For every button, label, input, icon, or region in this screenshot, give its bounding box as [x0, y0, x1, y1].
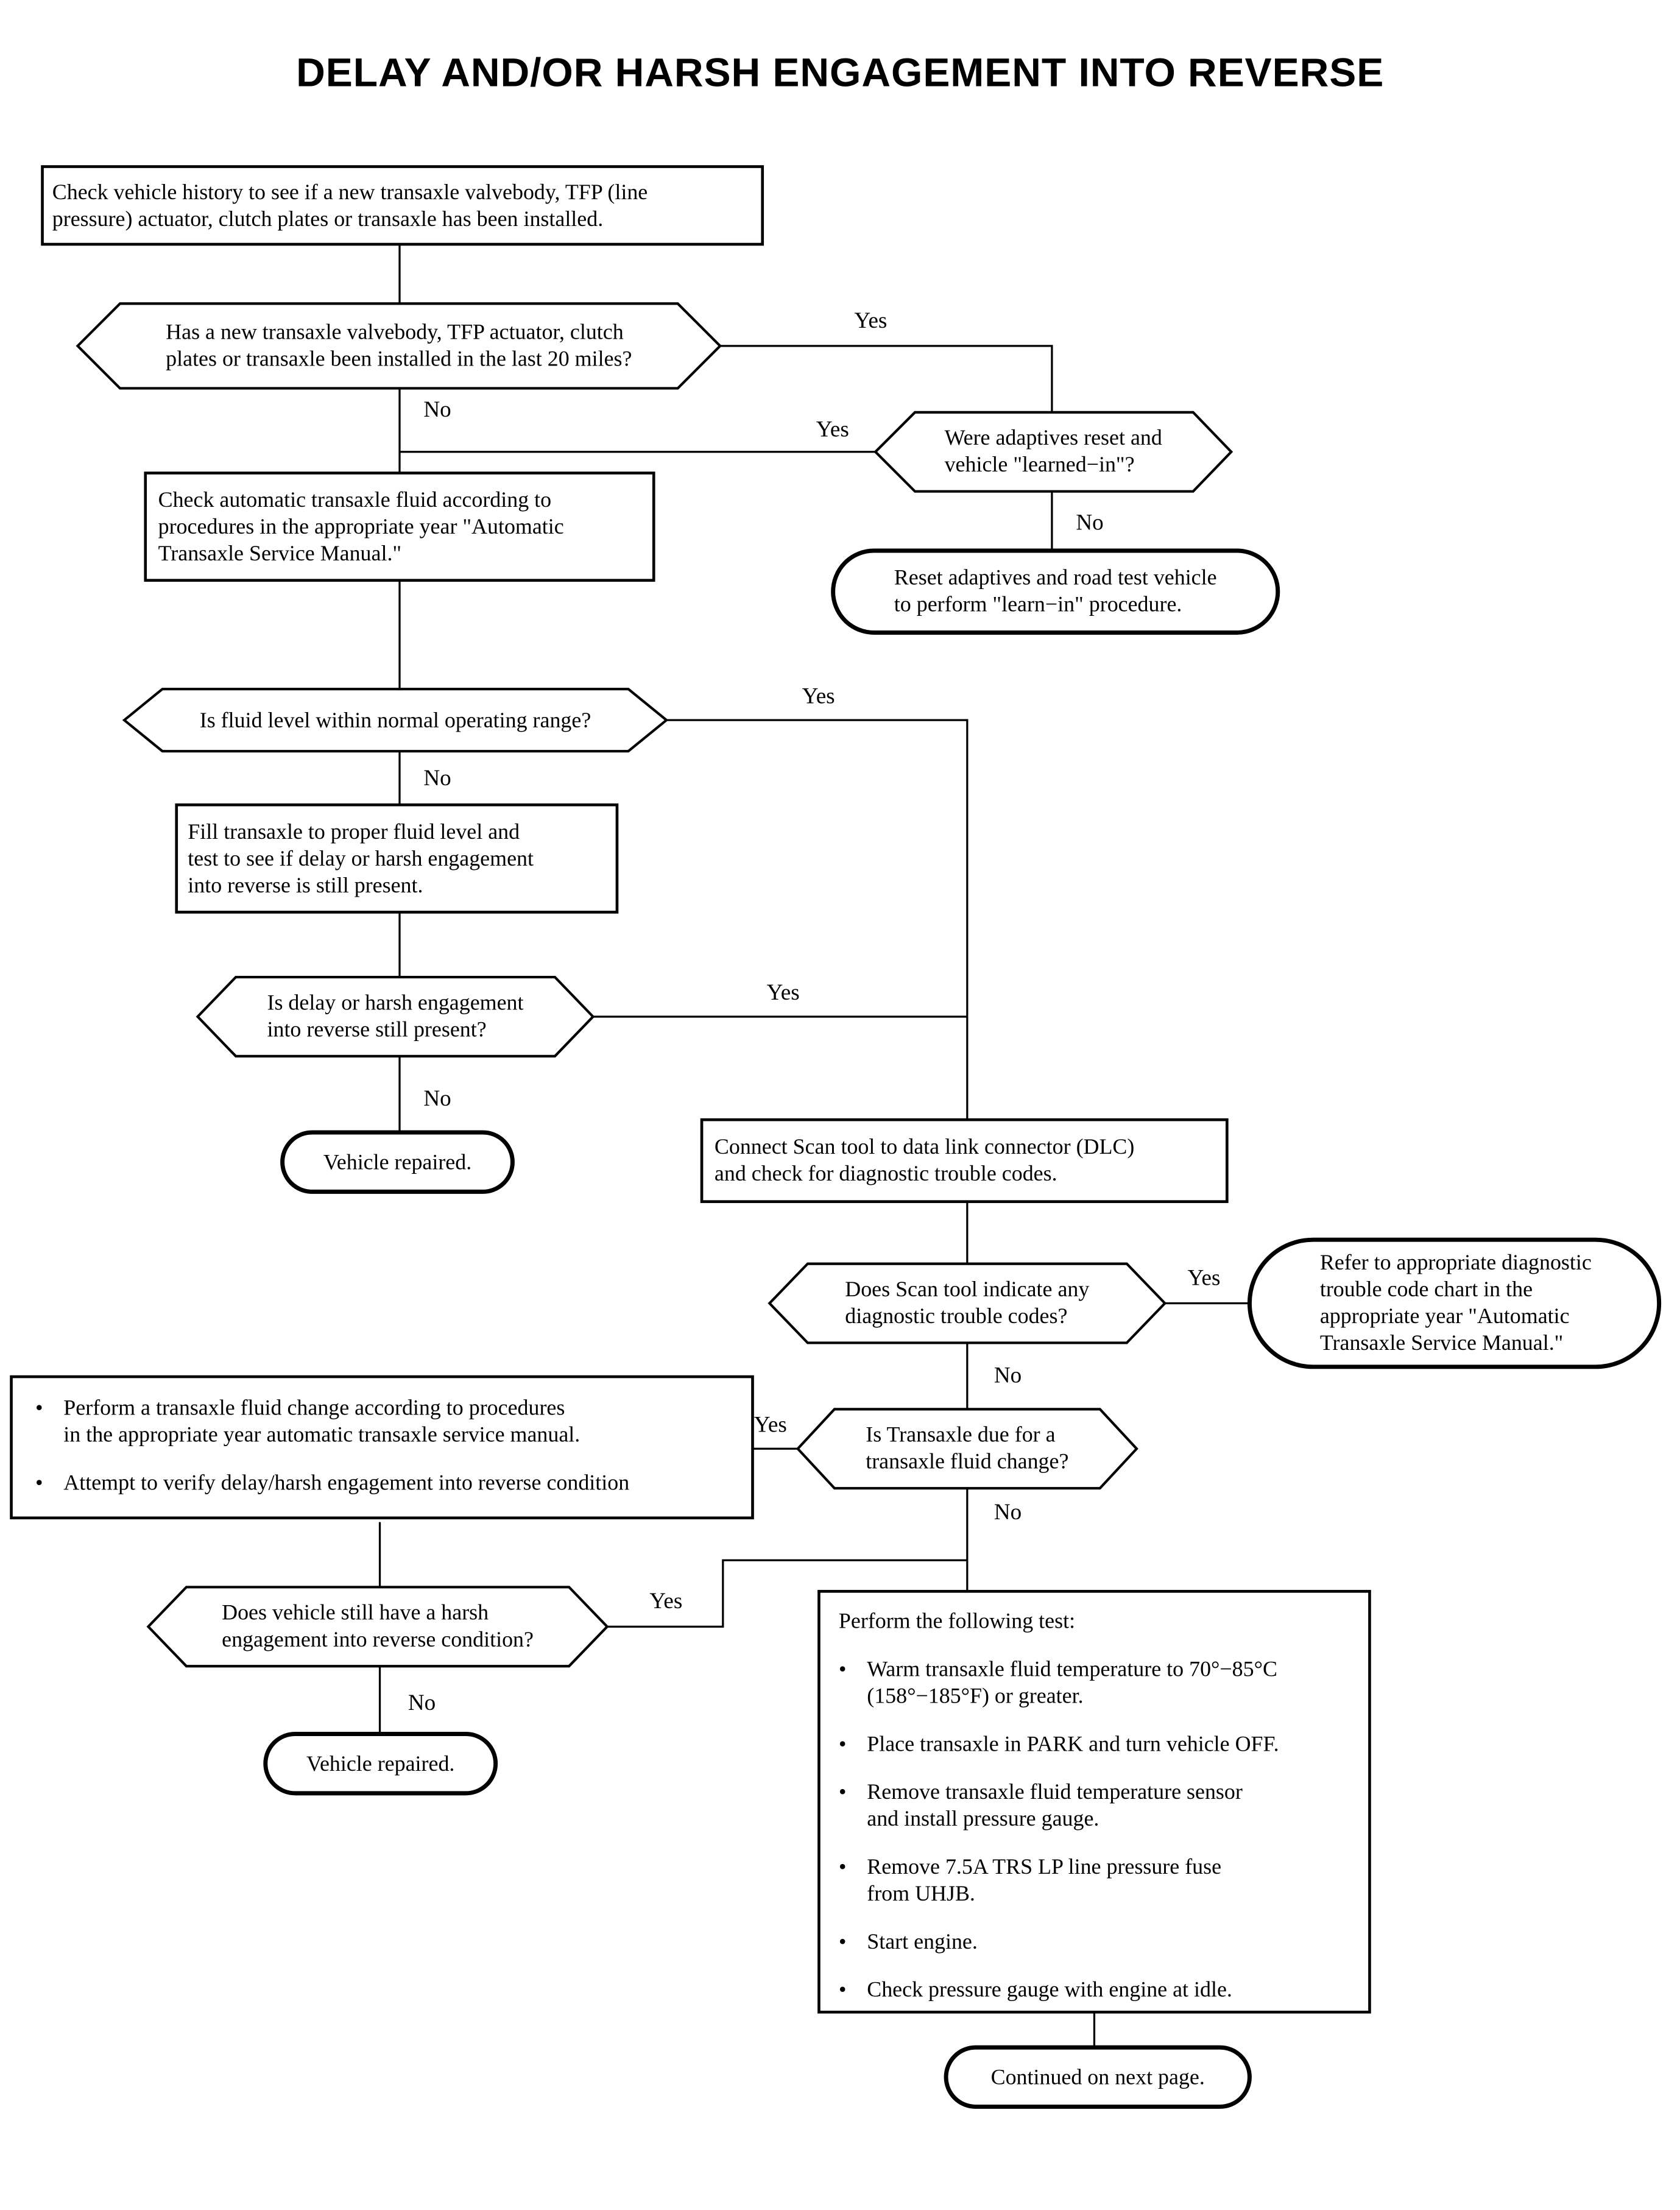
fill-transaxle-box-shape — [175, 803, 619, 914]
adaptives-reset-decision-shape — [874, 411, 1234, 493]
node-connect-scan-text: Connect Scan tool to data link connector… — [714, 1135, 1135, 1187]
pressure-test-bullet-3: • Remove transaxle fluid temperature sen… — [839, 1779, 1358, 1833]
label-yes-dtc: Yes — [1187, 1266, 1221, 1291]
fluid-change-bullet-1: • Perform a transaxle fluid change accor… — [35, 1395, 738, 1449]
pressure-test-bullet-5: • Start engine. — [839, 1929, 1358, 1955]
still-harsh-decision-shape — [146, 1586, 609, 1668]
terminator-vehicle-repaired-1: Vehicle repaired. — [283, 1132, 513, 1191]
terminator-refer-dtc-chart: Refer to appropriate diagnostic trouble … — [1271, 1243, 1640, 1364]
delay-present-decision-shape — [196, 975, 595, 1057]
decision-adaptives-reset-text: Were adaptives reset and vehicle "learne… — [944, 426, 1162, 478]
pressure-test-bullet-6: • Check pressure gauge with engine at id… — [839, 1977, 1358, 2003]
decision-adaptives-reset: Were adaptives reset and vehicle "learne… — [911, 412, 1196, 492]
decision-fluid-change-due: Is Transaxle due for a transaxle fluid c… — [835, 1409, 1100, 1488]
decision-dtc: Does Scan tool indicate any diagnostic t… — [808, 1264, 1127, 1343]
node-check-fluid-text: Check automatic transaxle fluid accordin… — [158, 487, 564, 566]
pressure-test-bullet-1-text: Warm transaxle fluid temperature to 70°−… — [867, 1658, 1277, 1709]
refer-dtc-chart-terminator-shape — [1247, 1237, 1662, 1369]
check-history-box-shape — [41, 165, 764, 246]
page-title: DELAY AND/OR HARSH ENGAGEMENT INTO REVER… — [296, 51, 1385, 96]
label-no-delay-present: No — [423, 1087, 451, 1112]
pressure-test-intro: Perform the following test: — [838, 1609, 1076, 1634]
bullet-icon: • — [35, 1396, 43, 1421]
fluid-change-due-decision-shape — [796, 1408, 1138, 1490]
terminator-refer-dtc-chart-text: Refer to appropriate diagnostic trouble … — [1319, 1251, 1592, 1356]
pressure-test-bullet-4-text: Remove 7.5A TRS LP line pressure fuse fr… — [867, 1855, 1222, 1907]
connector-newparts-yes — [720, 345, 1053, 412]
pressure-test-bullet-3-text: Remove transaxle fluid temperature senso… — [867, 1780, 1243, 1832]
node-check-history: Check vehicle history to see if a new tr… — [52, 169, 753, 241]
terminator-vehicle-repaired-1-text: Vehicle repaired. — [323, 1150, 472, 1174]
label-yes-still-harsh: Yes — [649, 1590, 683, 1614]
fluid-change-bullet-2: • Attempt to verify delay/harsh engageme… — [35, 1470, 738, 1497]
terminator-continued-text: Continued on next page. — [990, 2065, 1205, 2089]
decision-still-harsh-text: Does vehicle still have a harsh engageme… — [222, 1601, 534, 1653]
decision-fluid-change-due-text: Is Transaxle due for a transaxle fluid c… — [866, 1423, 1069, 1474]
bullet-icon: • — [838, 1930, 847, 1955]
decision-fluid-level-text: Is fluid level within normal operating r… — [199, 708, 591, 732]
decision-new-parts-text: Has a new transaxle valvebody, TFP actua… — [166, 320, 632, 372]
node-pressure-test-panel: Perform the following test: • Warm trans… — [819, 1591, 1369, 2012]
bullet-icon: • — [838, 1855, 847, 1880]
fluid-change-bullet-1-text: Perform a transaxle fluid change accordi… — [63, 1396, 581, 1447]
vehicle-repaired-1-terminator-shape — [280, 1130, 515, 1194]
label-no-fluid-level: No — [423, 766, 451, 791]
terminator-reset-adaptives-text: Reset adaptives and road test vehicle to… — [894, 566, 1217, 617]
bullet-icon: • — [838, 1780, 847, 1805]
bullet-icon: • — [838, 1978, 847, 2002]
label-no-adaptives-reset: No — [1076, 511, 1104, 535]
node-check-history-text: Check vehicle history to see if a new tr… — [52, 180, 648, 231]
decision-fluid-level: Is fluid level within normal operating r… — [163, 689, 629, 751]
bullet-icon: • — [35, 1471, 43, 1495]
bullet-icon: • — [838, 1658, 847, 1682]
pressure-test-bullet-6-text: Check pressure gauge with engine at idle… — [867, 1978, 1232, 2002]
node-fill-transaxle-text: Fill transaxle to proper fluid level and… — [188, 819, 534, 898]
label-no-new-parts: No — [423, 398, 451, 423]
check-fluid-box-shape — [144, 471, 655, 582]
terminator-continued: Continued on next page. — [946, 2047, 1249, 2106]
label-yes-fluid-change-due: Yes — [754, 1413, 787, 1438]
connector-fluidlevel-yes — [666, 719, 969, 1120]
dtc-decision-shape — [768, 1262, 1167, 1344]
label-yes-fluid-level: Yes — [802, 685, 835, 709]
pressure-test-bullet-4: • Remove 7.5A TRS LP line pressure fuse … — [839, 1854, 1358, 1908]
terminator-vehicle-repaired-2-text: Vehicle repaired. — [306, 1751, 455, 1776]
pressure-test-bullet-5-text: Start engine. — [867, 1930, 978, 1955]
label-no-fluid-change-due: No — [994, 1501, 1022, 1525]
label-yes-adaptives-reset: Yes — [816, 418, 849, 442]
decision-delay-present-text: Is delay or harsh engagement into revers… — [267, 991, 524, 1042]
label-no-still-harsh: No — [408, 1691, 436, 1716]
fluid-change-bullet-2-text: Attempt to verify delay/harsh engagement… — [63, 1471, 630, 1495]
connector-stillharsh-yes — [607, 1559, 967, 1628]
reset-adaptives-terminator-shape — [831, 548, 1280, 635]
decision-dtc-text: Does Scan tool indicate any diagnostic t… — [845, 1277, 1090, 1329]
decision-delay-present: Is delay or harsh engagement into revers… — [236, 977, 555, 1056]
fluid-change-box-shape — [10, 1375, 754, 1520]
pressure-test-box-shape — [817, 1590, 1371, 2014]
vehicle-repaired-2-terminator-shape — [263, 1732, 498, 1796]
new-parts-decision-shape — [76, 302, 722, 390]
label-no-dtc: No — [994, 1364, 1022, 1388]
node-connect-scan: Connect Scan tool to data link connector… — [715, 1123, 1217, 1199]
label-yes-new-parts: Yes — [854, 309, 888, 334]
pressure-test-bullet-2-text: Place transaxle in PARK and turn vehicle… — [867, 1732, 1279, 1757]
continued-terminator-shape — [944, 2045, 1252, 2109]
fluid-level-decision-shape — [122, 688, 669, 753]
terminator-reset-adaptives: Reset adaptives and road test vehicle to… — [844, 554, 1266, 630]
label-yes-delay-present: Yes — [766, 981, 800, 1006]
decision-still-harsh: Does vehicle still have a harsh engageme… — [186, 1587, 569, 1666]
node-fill-transaxle: Fill transaxle to proper fluid level and… — [188, 808, 605, 909]
terminator-vehicle-repaired-2: Vehicle repaired. — [266, 1734, 496, 1793]
node-fluid-change-panel: • Perform a transaxle fluid change accor… — [12, 1377, 753, 1518]
pressure-test-bullet-2: • Place transaxle in PARK and turn vehic… — [839, 1731, 1358, 1758]
node-check-fluid: Check automatic transaxle fluid accordin… — [158, 476, 646, 577]
connect-scan-box-shape — [700, 1118, 1229, 1203]
pressure-test-bullet-1: • Warm transaxle fluid temperature to 70… — [839, 1656, 1358, 1710]
decision-new-parts: Has a new transaxle valvebody, TFP actua… — [120, 303, 678, 388]
bullet-icon: • — [838, 1732, 847, 1757]
